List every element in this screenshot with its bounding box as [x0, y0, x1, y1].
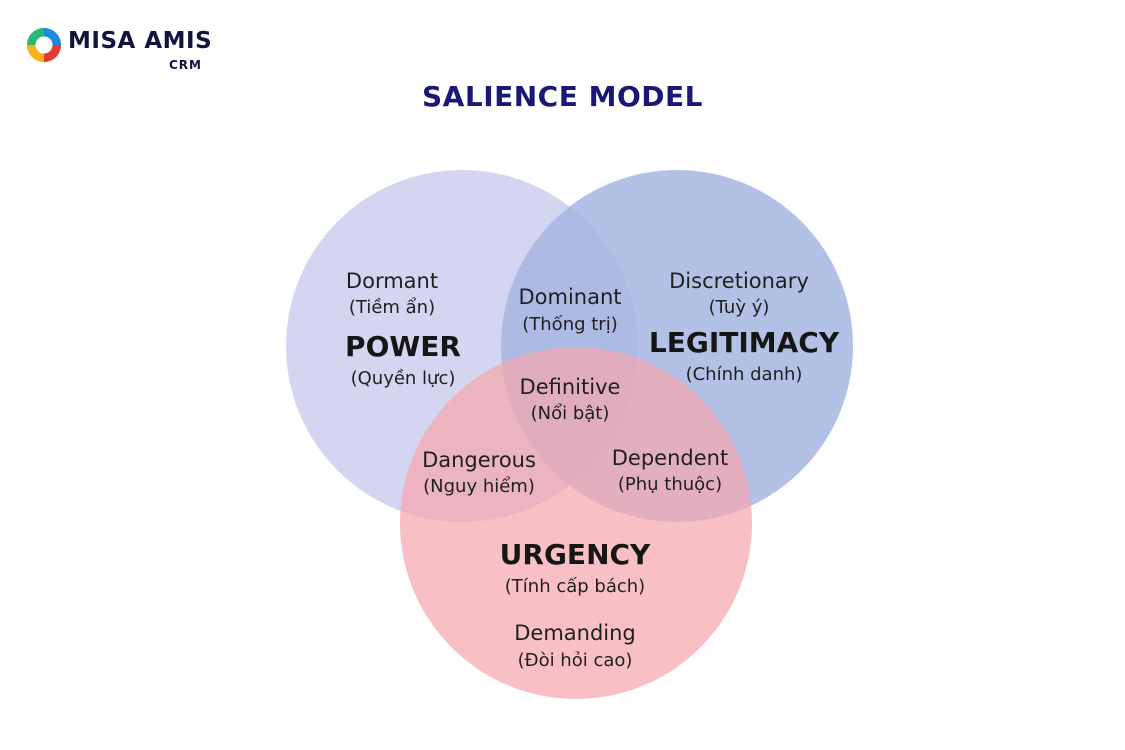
- dependent-label: Dependent: [612, 446, 728, 470]
- dormant-translation: (Tiềm ẩn): [349, 297, 435, 318]
- logo-ring-icon: [26, 27, 62, 63]
- dependent-translation: (Phụ thuộc): [618, 474, 722, 495]
- discretionary-translation: (Tuỳ ý): [709, 297, 770, 318]
- dangerous-label: Dangerous: [422, 448, 536, 472]
- urgency-translation: (Tính cấp bách): [505, 576, 645, 597]
- page-title: SALIENCE MODEL: [422, 80, 703, 113]
- power-translation: (Quyền lực): [351, 368, 456, 389]
- dangerous-translation: (Nguy hiểm): [423, 476, 535, 497]
- discretionary-label: Discretionary: [669, 269, 809, 293]
- legitimacy-label: LEGITIMACY: [649, 326, 840, 359]
- dominant-translation: (Thống trị): [522, 314, 617, 335]
- brand-product: CRM: [169, 58, 202, 72]
- demanding-label: Demanding: [514, 621, 636, 645]
- dormant-label: Dormant: [346, 269, 438, 293]
- power-label: POWER: [345, 330, 461, 363]
- urgency-label: URGENCY: [500, 538, 651, 571]
- dominant-label: Dominant: [518, 285, 621, 309]
- definitive-translation: (Nổi bật): [531, 403, 610, 424]
- brand-logo: MISA AMIS CRM: [25, 26, 215, 76]
- brand-name: MISA AMIS: [68, 28, 213, 54]
- demanding-translation: (Đòi hỏi cao): [518, 650, 633, 671]
- urgency-circle: [400, 347, 752, 699]
- legitimacy-translation: (Chính danh): [686, 364, 803, 385]
- definitive-label: Definitive: [520, 375, 621, 399]
